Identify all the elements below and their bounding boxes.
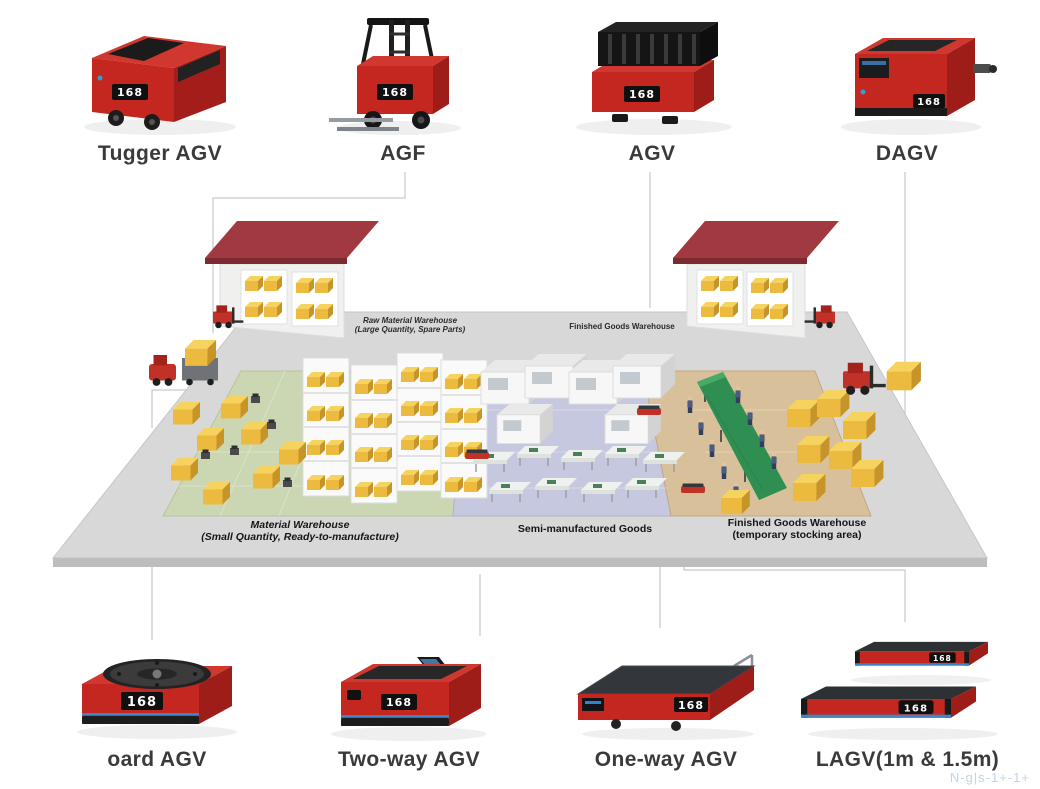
- finished-goods-building: [673, 221, 839, 339]
- lagv-image: 168: [800, 641, 998, 740]
- board-agv-label: oard AGV: [107, 748, 207, 771]
- two-way-agv-card: 168 Two-way AGV: [289, 632, 529, 772]
- svg-text:168: 168: [629, 88, 655, 101]
- brand-logo: 168: [377, 84, 413, 100]
- semi-manufactured-label: Semi-manufactured Goods: [518, 523, 652, 535]
- brand-logo: 168: [624, 86, 660, 102]
- agv-label: AGV: [628, 142, 676, 165]
- brand-logo: 168: [913, 94, 945, 108]
- lagv-label: LAGV(1m & 1.5m): [815, 748, 1000, 771]
- raw-material-label-line2: (Large Quantity, Spare Parts): [355, 325, 466, 334]
- factory-overview-illustration: Raw Material Warehouse (Large Quantity, …: [51, 221, 988, 567]
- one-way-agv-image: 168: [576, 653, 756, 740]
- tugger-agv-image: 168: [84, 36, 236, 135]
- board-agv-image: 168: [77, 659, 237, 739]
- dagv-card: 168 DAGV: [787, 6, 1027, 166]
- brand-logo: 168: [381, 694, 417, 710]
- one-way-agv-label: One-way AGV: [594, 748, 738, 771]
- one-way-agv-card: 168 One-way AGV: [546, 632, 786, 772]
- conveyor-belt: [697, 372, 787, 500]
- raw-material-building: [205, 221, 379, 339]
- dagv-label: DAGV: [875, 142, 939, 165]
- svg-text:168: 168: [386, 696, 412, 709]
- tugger-agv-label: Tugger AGV: [97, 142, 223, 165]
- agf-card: 168 AGF: [283, 6, 523, 166]
- brand-logo: 168: [674, 697, 708, 712]
- right-roof: [673, 221, 839, 258]
- agv-card: 168 AGV: [532, 6, 772, 166]
- board-agv-card: 168 oard AGV: [37, 632, 277, 772]
- left-roof: [205, 221, 379, 258]
- svg-text:168: 168: [917, 97, 941, 108]
- finished-goods-label-line1: Finished Goods Warehouse: [728, 517, 867, 529]
- dagv-image: 168: [841, 38, 997, 135]
- finished-goods-top-label: Finished Goods Warehouse: [569, 322, 675, 331]
- lagv-card: 168 LAGV(1m & 1.5m): [785, 632, 1030, 772]
- svg-text:168: 168: [117, 86, 143, 99]
- material-warehouse-label-line1: Material Warehouse: [250, 519, 349, 531]
- svg-text:168: 168: [678, 699, 704, 712]
- agf-image: 168: [329, 18, 461, 135]
- material-warehouse-label-line2: (Small Quantity, Ready-to-manufacture): [201, 531, 399, 543]
- raw-material-label-line1: Raw Material Warehouse: [363, 316, 458, 325]
- svg-text:168: 168: [382, 86, 408, 99]
- tugger-agv-card: 168 Tugger AGV: [40, 6, 280, 166]
- brand-logo: 168: [121, 692, 163, 710]
- storage-racks: [303, 353, 487, 503]
- brand-logo: 168: [112, 84, 148, 100]
- two-way-agv-label: Two-way AGV: [337, 748, 481, 771]
- two-way-agv-image: 168: [331, 657, 487, 741]
- agv-image: 168: [576, 22, 732, 135]
- finished-goods-label-line2: (temporary stocking area): [733, 529, 862, 541]
- tugger-train: [149, 340, 218, 386]
- watermark: N-g|s-1+-1+: [949, 770, 1030, 785]
- svg-text:168: 168: [127, 695, 157, 710]
- agf-label: AGF: [380, 142, 426, 165]
